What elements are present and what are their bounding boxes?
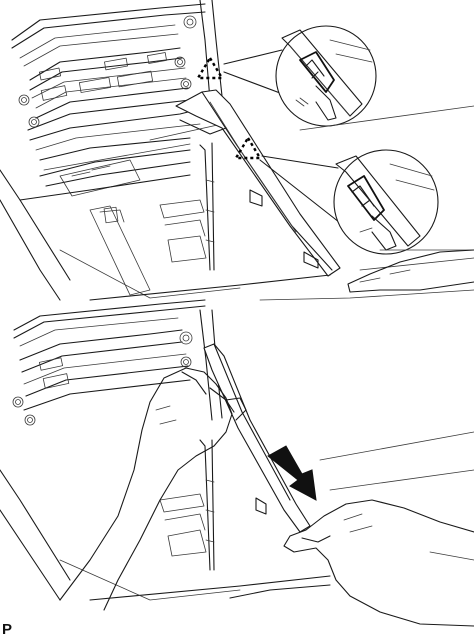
hand-left	[59, 367, 247, 611]
bottom-illustration	[0, 299, 474, 627]
clip-detail-lower	[259, 149, 439, 255]
side-trim-top	[175, 89, 341, 277]
hand-right	[283, 499, 474, 627]
arrow-icon	[267, 445, 317, 501]
console-top	[0, 107, 331, 301]
side-trim-bottom	[203, 343, 311, 533]
top-illustration	[0, 0, 474, 301]
audio-unit-top	[11, 0, 223, 131]
console-bottom	[0, 439, 331, 601]
clip-detail-upper	[223, 25, 377, 127]
figure-code: P	[2, 621, 13, 638]
audio-unit-bottom	[12, 299, 223, 426]
hand-top	[347, 249, 474, 293]
dash-panel-lines-top	[259, 105, 474, 301]
dash-panel-lines-bottom	[319, 431, 474, 491]
